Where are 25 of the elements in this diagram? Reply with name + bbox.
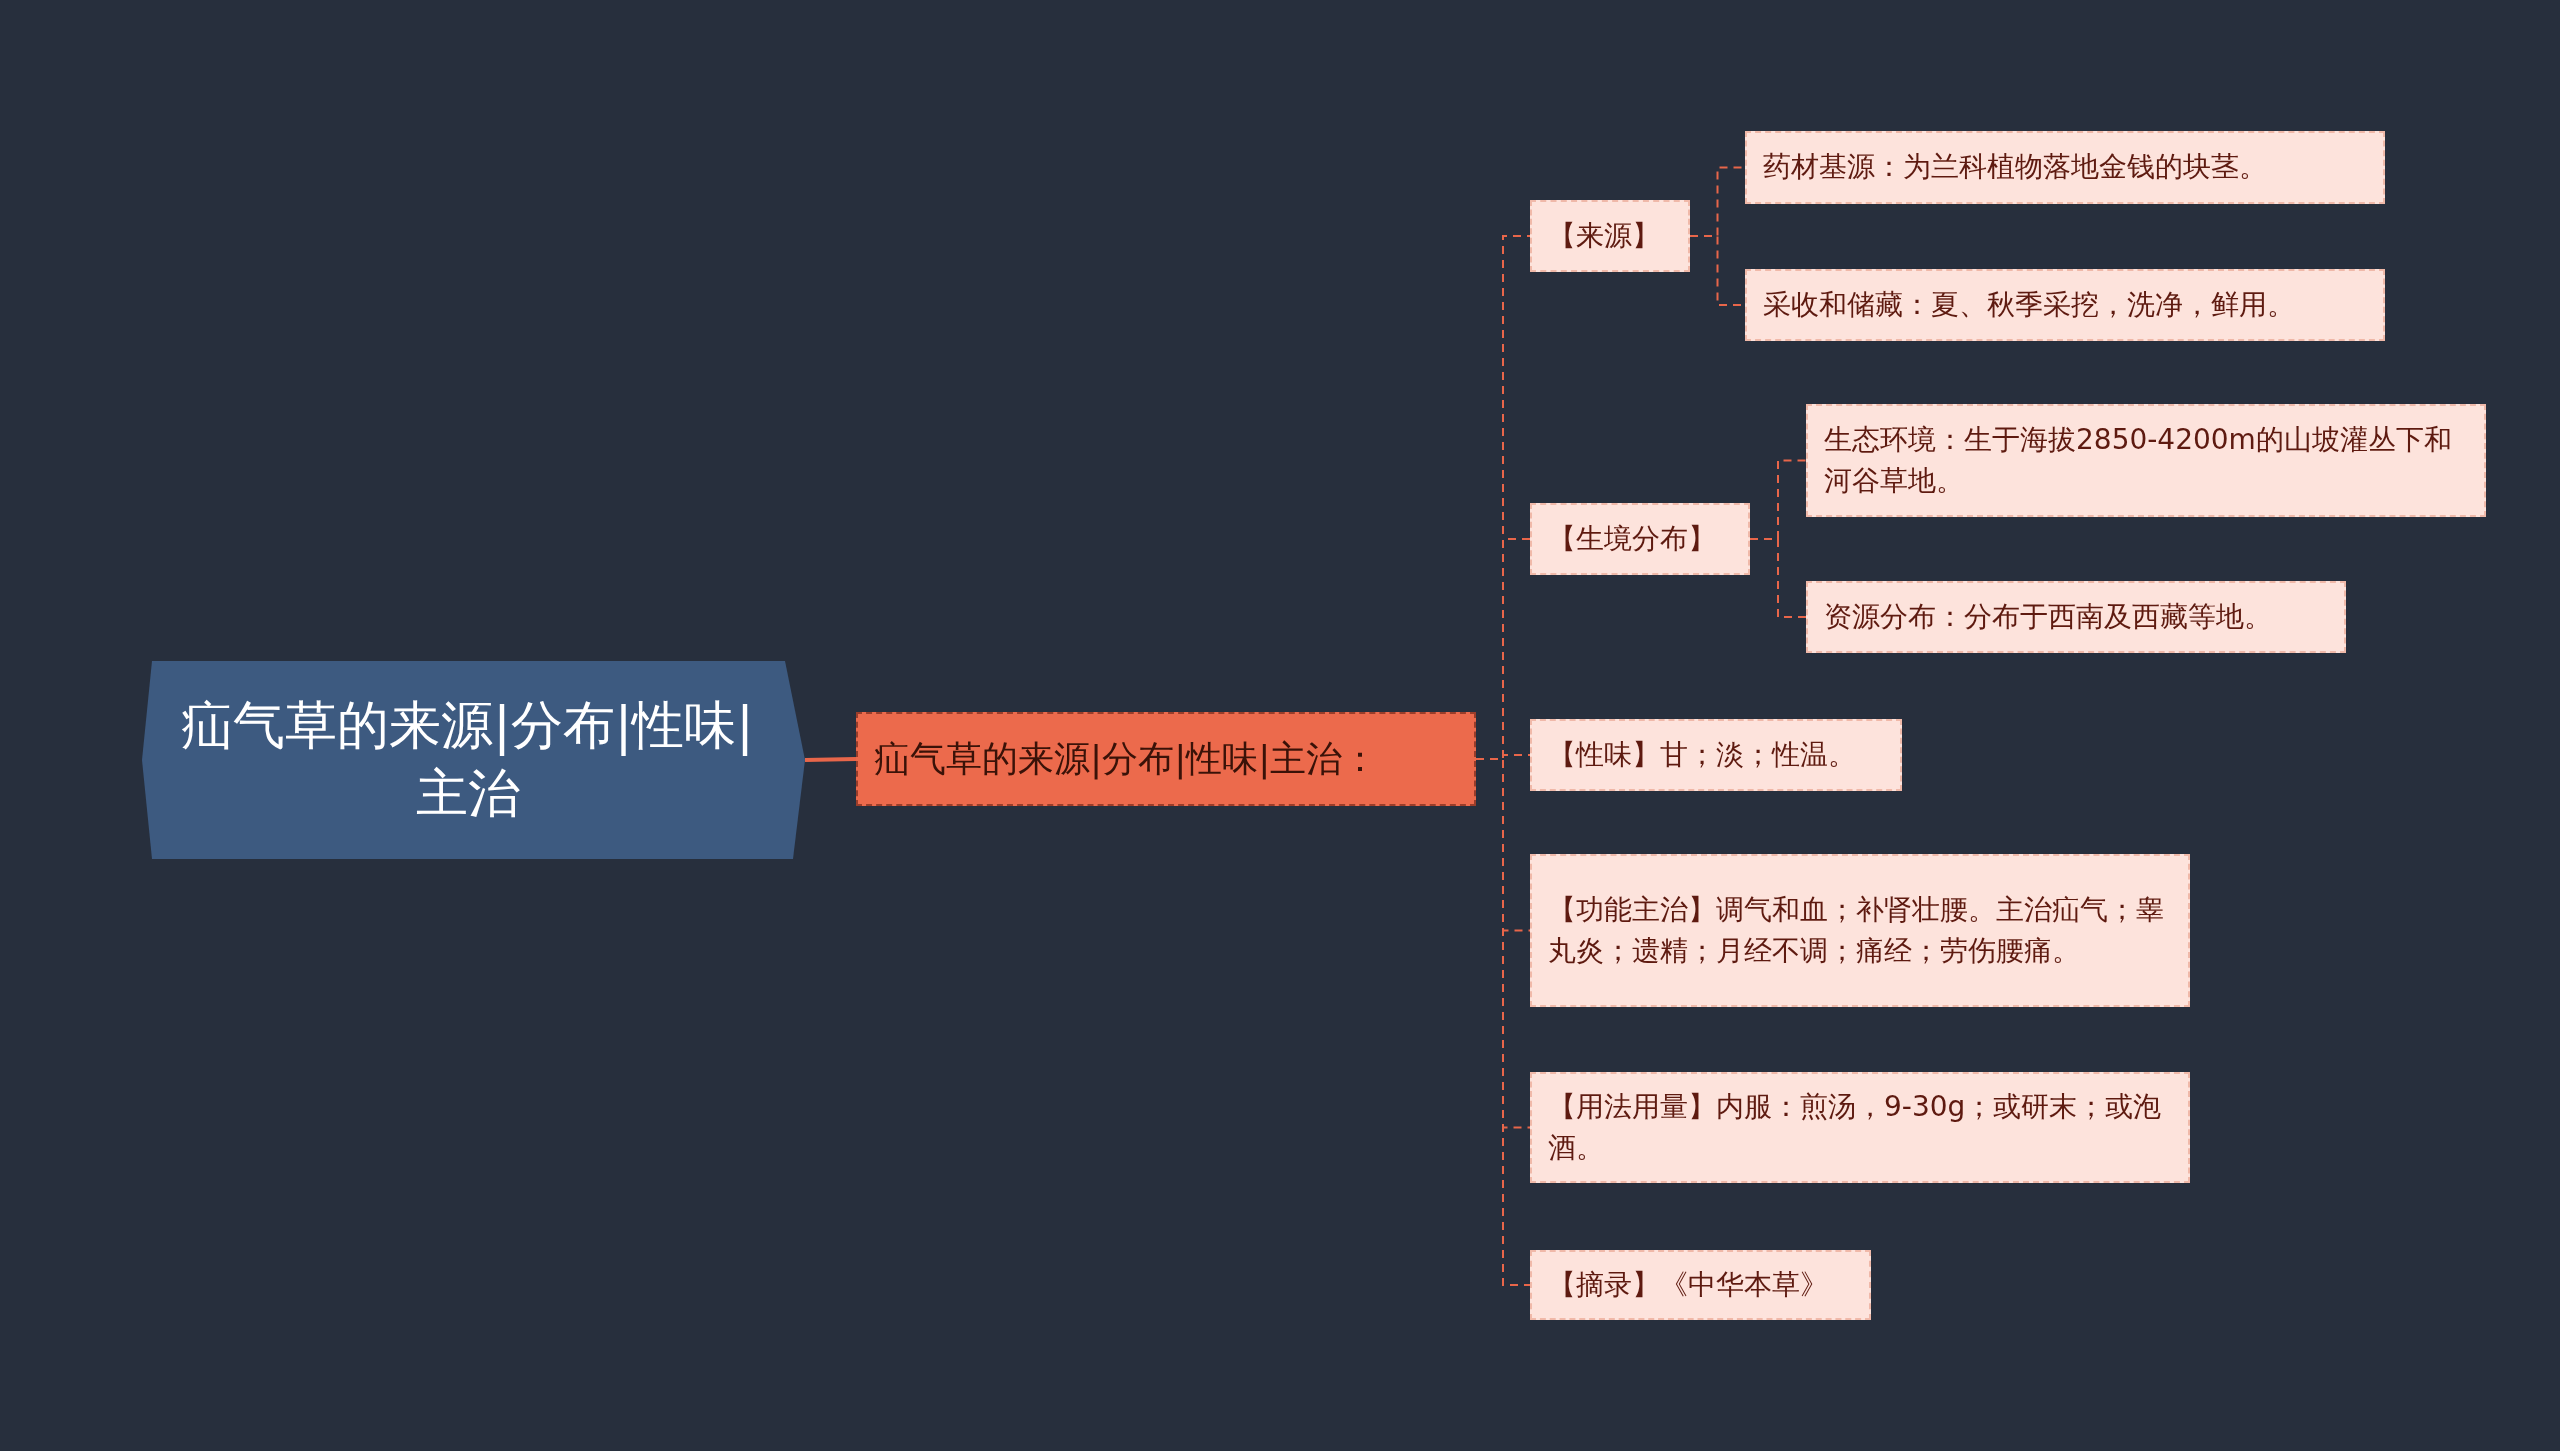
subtopic-box <box>856 712 1476 806</box>
node-text: 疝气草的来源|分布|性味|主治 <box>180 694 755 825</box>
branch-box <box>1530 719 1902 791</box>
node-text: 【功能主治】调气和血；补肾壮腰。主治疝气；睾丸炎；遗精；月经不调；痛经；劳伤腰痛。 <box>1548 891 2165 969</box>
node-text: 【用法用量】内服：煎汤，9-30g；或研末；或泡酒。 <box>1548 1088 2163 1166</box>
branch-box <box>1530 1072 2190 1183</box>
node-text: 采收和储藏：夏、秋季采挖，洗净，鲜用。 <box>1763 286 2295 323</box>
node-text: 【来源】 <box>1548 217 1660 254</box>
connector-line <box>1749 538 1807 618</box>
node-text: 疝气草的来源|分布|性味|主治： <box>874 737 1379 782</box>
node-text: 药材基源：为兰科植物落地金钱的块茎。 <box>1763 149 2267 186</box>
node-text: 【摘录】《中华本草》 <box>1548 1266 1828 1303</box>
detail-box <box>1745 269 2385 341</box>
branch-box <box>1530 854 2190 1007</box>
branch-box <box>1530 503 1750 575</box>
connector-line <box>804 757 857 762</box>
detail-box <box>1806 404 2486 517</box>
node-text: 资源分布：分布于西南及西藏等地。 <box>1824 598 2272 635</box>
detail-box <box>1745 131 2385 204</box>
detail-box <box>1806 581 2346 653</box>
node-text: 生态环境：生于海拔2850-4200m的山坡灌丛下和河谷草地。 <box>1824 421 2453 499</box>
branch-box <box>1530 200 1690 272</box>
branch-box <box>1530 1250 1871 1320</box>
node-text: 【生境分布】 <box>1548 520 1716 557</box>
node-text: 【性味】甘；淡；性温。 <box>1548 736 1856 773</box>
